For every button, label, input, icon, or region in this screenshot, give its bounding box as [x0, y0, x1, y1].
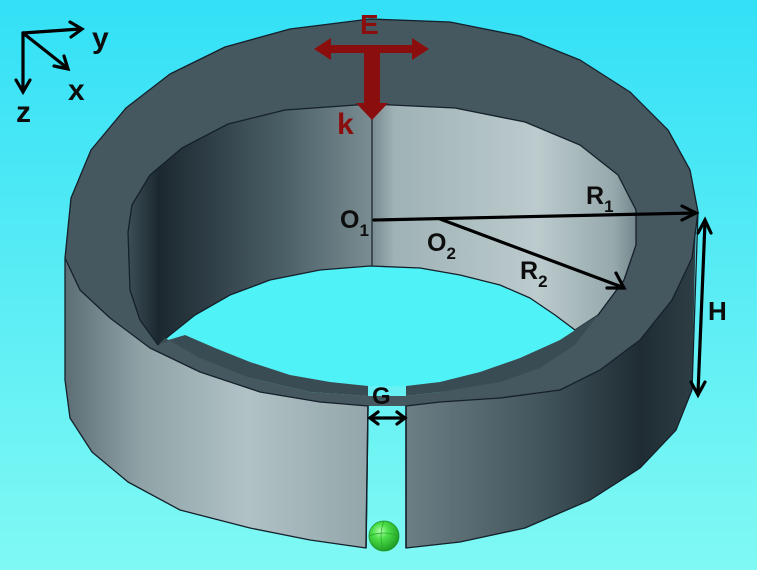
- ring-front-inner-lip-right: [406, 315, 598, 396]
- h-label: H: [708, 296, 727, 326]
- inner-opening-edge: [157, 265, 576, 346]
- e-field-arrow-icon: [314, 38, 429, 60]
- ring-top-outer-edge: [64, 18, 699, 259]
- g-label: G: [372, 383, 391, 410]
- ring-outer-wall-left: [65, 258, 368, 548]
- inner-wall-top-edge: [127, 103, 637, 331]
- y-axis-label: y: [92, 22, 109, 55]
- ring-outer-wall-right: [406, 212, 698, 548]
- o1-label: O1: [340, 206, 369, 240]
- k-vector-arrow-icon: [356, 53, 388, 120]
- x-axis-line: [21, 31, 68, 69]
- h-top-arrowhead-icon: [696, 216, 713, 235]
- g-left-arrowhead-icon: [367, 410, 380, 426]
- k-vector-label: k: [337, 108, 354, 141]
- dimension-annotations: O1 O2 R1 R2 H G: [340, 182, 727, 426]
- y-axis-arrowhead-icon: [68, 20, 85, 39]
- ring-front-inner-lip: [158, 335, 368, 396]
- y-axis-line: [21, 27, 82, 35]
- x-axis-arrowhead-icon: [52, 54, 71, 72]
- green-sphere: [368, 520, 400, 552]
- x-axis-label: x: [68, 74, 85, 107]
- ring-inner-wall: [128, 104, 636, 345]
- e-field-label: E: [360, 9, 379, 40]
- h-dimension-line: [696, 220, 707, 395]
- r2-dimension-line: [438, 217, 624, 289]
- r1-dimension-line: [372, 211, 696, 222]
- r2-arrowhead-icon: [605, 271, 627, 290]
- gap-left-edge: [365, 405, 369, 549]
- g-right-arrowhead-icon: [395, 410, 408, 426]
- z-axis-label: z: [16, 96, 31, 129]
- r2-label: R2: [520, 257, 548, 291]
- r1-arrowhead-icon: [680, 204, 700, 222]
- field-arrows: E k: [314, 9, 429, 141]
- axis-triad: y x z: [14, 20, 109, 129]
- r1-label: R1: [586, 182, 614, 216]
- z-axis-arrowhead-icon: [14, 78, 32, 96]
- h-bottom-arrowhead-icon: [689, 380, 707, 399]
- ring-inner-opening: [158, 266, 598, 386]
- inner-wall-left-edge: [127, 231, 159, 346]
- ring-top-face: [65, 19, 698, 406]
- o2-label: O2: [427, 229, 456, 263]
